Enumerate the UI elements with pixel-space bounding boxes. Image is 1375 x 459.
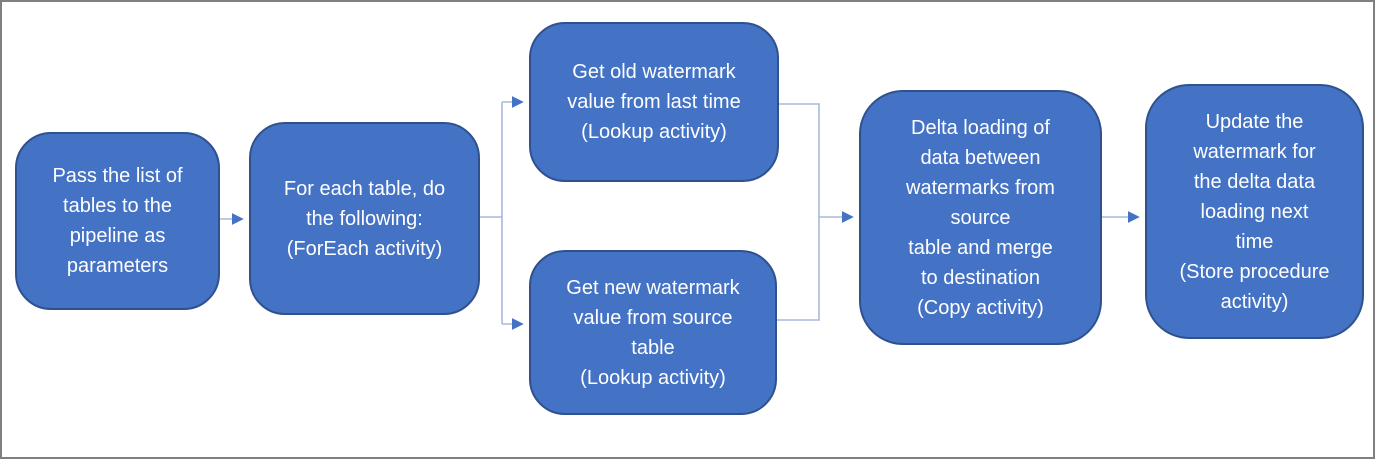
connector-foreach-branch xyxy=(480,102,503,324)
node-delta-loading: Delta loading of data between watermarks… xyxy=(859,90,1102,345)
node-old-watermark: Get old watermark value from last time (… xyxy=(529,22,779,182)
node-foreach: For each table, do the following: (ForEa… xyxy=(249,122,480,315)
connector-watermarks-merge xyxy=(777,103,820,321)
node-update-watermark: Update the watermark for the delta data … xyxy=(1145,84,1364,339)
node-new-watermark: Get new watermark value from source tabl… xyxy=(529,250,777,415)
node-pass-list: Pass the list of tables to the pipeline … xyxy=(15,132,220,310)
